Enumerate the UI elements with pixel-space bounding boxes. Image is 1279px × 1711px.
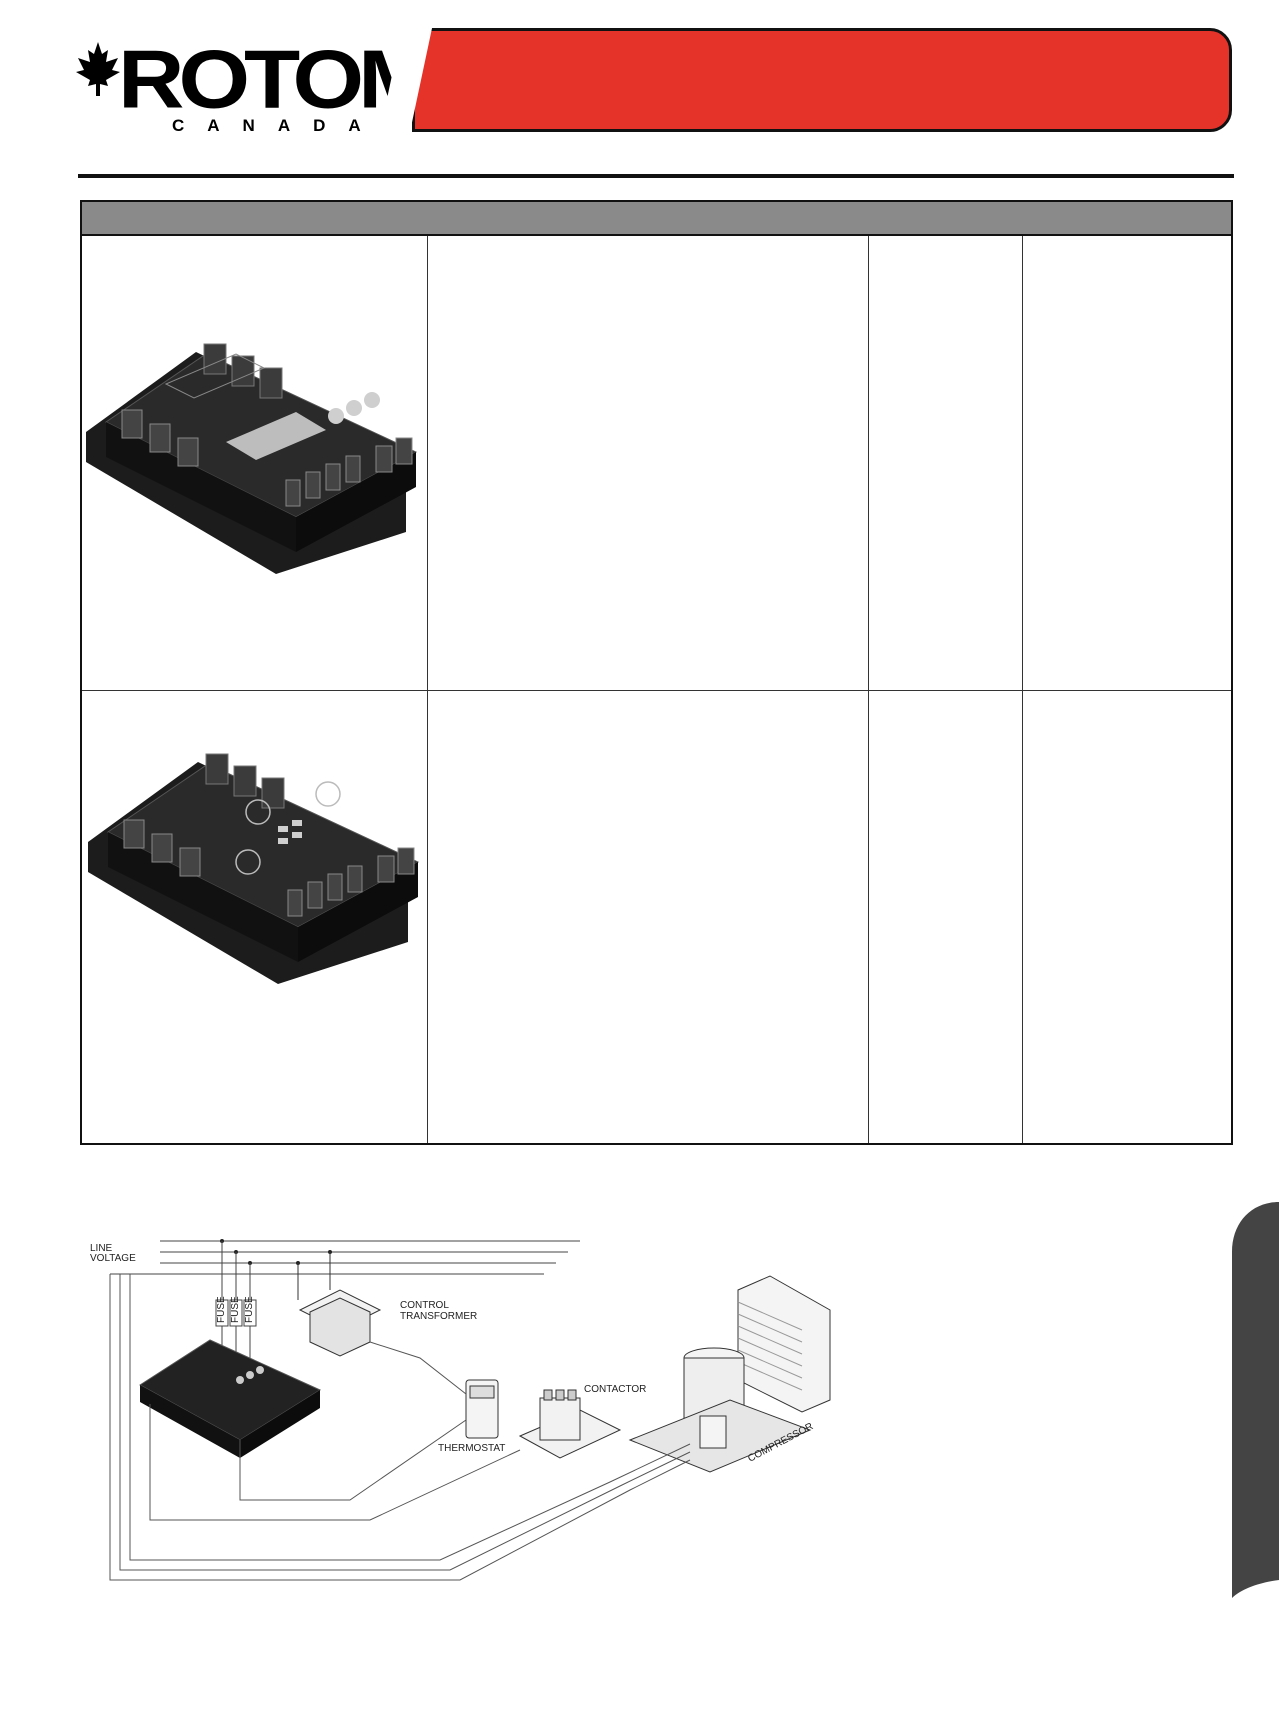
fuse-label: FUSE xyxy=(244,1296,255,1323)
header-rule xyxy=(78,174,1234,178)
control-transformer-label-2: TRANSFORMER xyxy=(400,1311,477,1322)
maple-leaf-icon xyxy=(76,42,120,96)
phase-monitor-device xyxy=(139,1339,322,1458)
contactor-label: CONTACTOR xyxy=(584,1384,646,1395)
compressor-unit xyxy=(628,1275,831,1473)
table-header-bar xyxy=(82,202,1231,236)
contactor xyxy=(518,1389,622,1459)
fuse-label: FUSE xyxy=(230,1296,241,1323)
control-transformer-label: CONTROL xyxy=(400,1300,449,1311)
product-image-dial-monitor xyxy=(88,753,420,984)
control-transformer xyxy=(297,1252,382,1357)
line-voltage-label-2: VOLTAGE xyxy=(90,1253,136,1264)
fuse-label: FUSE xyxy=(216,1296,227,1323)
column-divider xyxy=(1022,236,1023,1143)
thermostat-label: THERMOSTAT xyxy=(438,1443,505,1454)
product-table xyxy=(80,200,1233,1145)
side-index-tab xyxy=(1232,1202,1279,1598)
header-banner xyxy=(412,28,1232,132)
line-voltage-label: LINE xyxy=(90,1243,113,1254)
column-divider xyxy=(427,236,428,1143)
brand-subtitle: CANADA xyxy=(172,116,384,135)
row-divider xyxy=(82,690,1231,691)
brand-wordmark: ROTOM xyxy=(118,33,435,126)
wiring-diagram: FUSE FUSE FUSE CONTROL TRANSFORMER THERM… xyxy=(90,1239,831,1581)
thermostat xyxy=(465,1379,499,1439)
product-image-digital-monitor xyxy=(86,343,418,574)
rotom-canada-logo: ROTOM CANADA xyxy=(74,38,435,138)
column-divider xyxy=(868,236,869,1143)
